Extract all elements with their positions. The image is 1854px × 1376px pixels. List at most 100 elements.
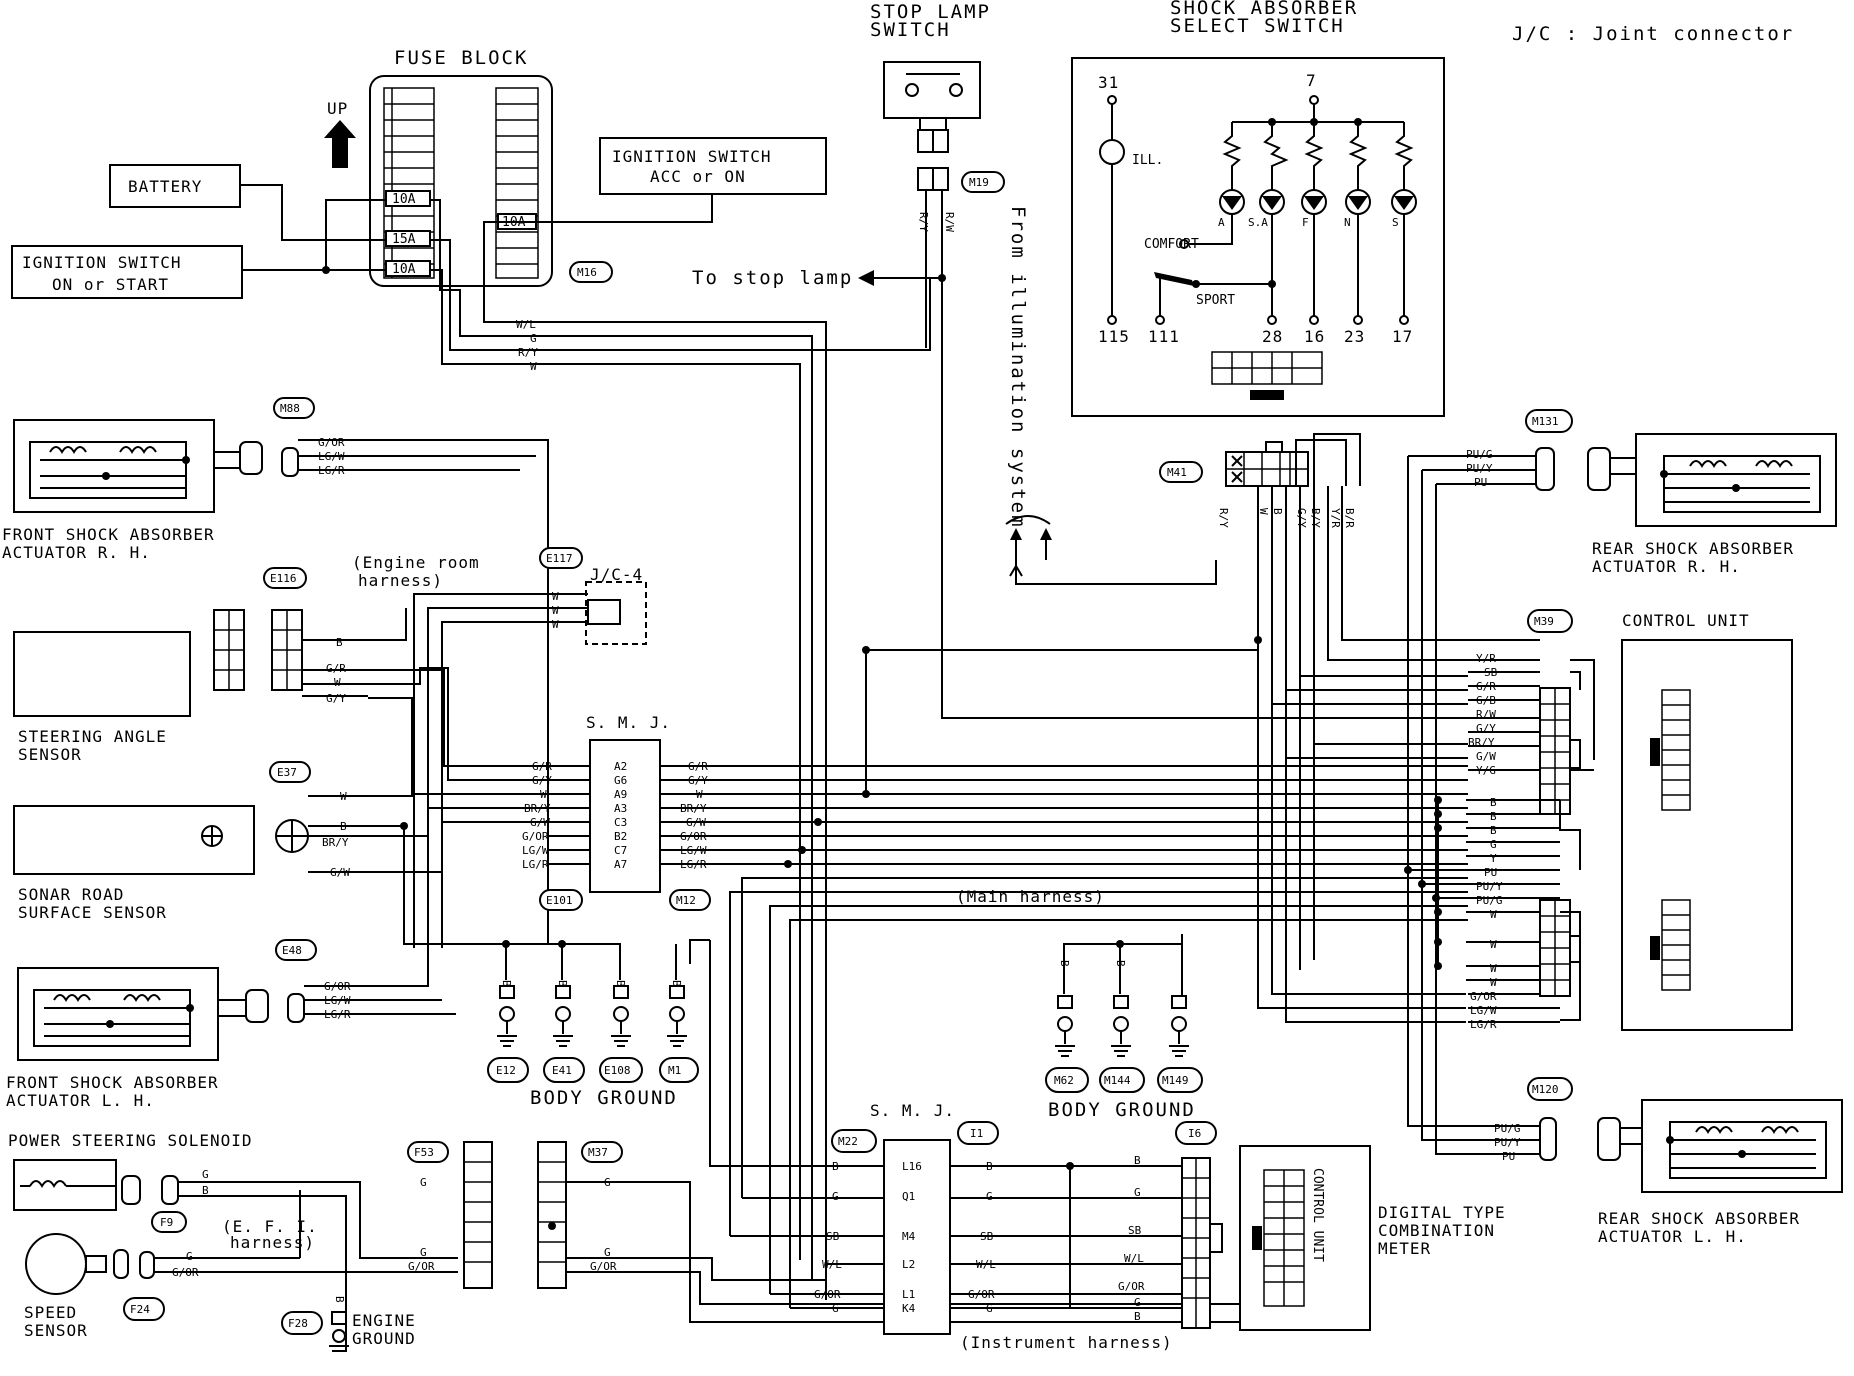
svg-text:SENSOR: SENSOR [18, 745, 82, 764]
svg-text:STEERING ANGLE: STEERING ANGLE [18, 727, 167, 746]
up-arrow-icon [324, 120, 356, 168]
svg-text:R/Y: R/Y [917, 212, 930, 232]
svg-text:M16: M16 [577, 266, 597, 279]
svg-text:G: G [1134, 1296, 1141, 1309]
svg-text:ACTUATOR L. H.: ACTUATOR L. H. [6, 1091, 155, 1110]
rear-rh-coil [1660, 455, 1821, 513]
svg-text:ENGINE: ENGINE [352, 1311, 416, 1330]
svg-text:A: A [1218, 216, 1225, 229]
svg-text:SONAR ROAD: SONAR ROAD [18, 885, 124, 904]
svg-text:B: B [614, 980, 627, 987]
svg-text:B: B [1490, 810, 1497, 823]
svg-text:G/OR: G/OR [172, 1266, 199, 1279]
svg-text:W: W [1257, 508, 1270, 515]
svg-text:PU: PU [1502, 1150, 1515, 1163]
svg-text:K4: K4 [902, 1302, 916, 1315]
smj2-left: B G SB W/L G/OR G [814, 1160, 842, 1315]
svg-text:SURFACE SENSOR: SURFACE SENSOR [18, 903, 167, 922]
e37-tag: E37 [269, 761, 311, 783]
svg-text:G/W: G/W [530, 816, 550, 829]
svg-text:G6: G6 [614, 774, 627, 787]
e108-tag: E108 [599, 1057, 643, 1083]
svg-text:28: 28 [1262, 327, 1283, 346]
svg-text:A9: A9 [614, 788, 627, 801]
ground-e12: B [497, 980, 517, 1047]
m19-tag: M19 [961, 171, 1005, 193]
svg-text:S: S [1392, 216, 1399, 229]
battery-wire [240, 184, 386, 241]
svg-text:G: G [202, 1168, 209, 1181]
svg-text:REAR SHOCK ABSORBER: REAR SHOCK ABSORBER [1598, 1209, 1800, 1228]
svg-text:W/L: W/L [1124, 1252, 1144, 1265]
svg-text:R/W: R/W [943, 212, 956, 232]
svg-text:W: W [552, 618, 559, 631]
svg-text:R/Y: R/Y [518, 346, 538, 359]
sonar-sensor [13, 805, 255, 875]
arrow-left-icon [858, 270, 874, 286]
steering-sensor [13, 631, 191, 717]
engine-ground-icon [329, 1311, 349, 1352]
svg-text:E101: E101 [546, 894, 573, 907]
svg-text:A2: A2 [614, 760, 627, 773]
meter-cu-label: CONTROL UNIT [1310, 1168, 1325, 1262]
stop-rw-wire [941, 190, 1430, 719]
svg-text:W: W [530, 360, 537, 373]
m41-connector [1225, 441, 1309, 487]
smj-label: S. M. J. [586, 713, 671, 732]
svg-text:B2: B2 [614, 830, 627, 843]
svg-text:M1: M1 [668, 1064, 681, 1077]
speed-sensor [25, 1233, 87, 1295]
svg-text:LG/R: LG/R [324, 1008, 351, 1021]
svg-text:(E. F. I.: (E. F. I. [222, 1217, 318, 1236]
svg-text:W: W [552, 590, 559, 603]
select-switch-internals: 31 7 ILL. A S.A F N S COMFORT SPORT [1098, 71, 1417, 400]
svg-text:G/Y: G/Y [326, 692, 346, 705]
svg-text:E116: E116 [270, 572, 297, 585]
fuse-ry-wire [430, 239, 548, 351]
svg-text:harness): harness) [358, 571, 443, 590]
smj2-pins: L16 Q1 M4 L2 L1 K4 [902, 1160, 922, 1315]
svg-text:M4: M4 [902, 1230, 916, 1243]
svg-text:M131: M131 [1532, 415, 1559, 428]
svg-text:A3: A3 [614, 802, 627, 815]
svg-text:COMFORT: COMFORT [1144, 237, 1199, 252]
svg-text:G: G [186, 1250, 193, 1263]
rear-lh-coil [1666, 1121, 1827, 1179]
svg-text:I6: I6 [1188, 1127, 1201, 1140]
f53-tag: F53 [407, 1141, 449, 1163]
svg-text:R/W: R/W [1476, 708, 1496, 721]
svg-text:G: G [530, 332, 537, 345]
svg-text:SPORT: SPORT [1196, 293, 1235, 308]
svg-text:G: G [986, 1190, 993, 1203]
svg-text:PU/G: PU/G [1466, 448, 1493, 461]
e116-tag: E116 [263, 567, 307, 589]
svg-text:W: W [1490, 962, 1497, 975]
svg-text:15A: 15A [392, 232, 416, 247]
control-upper-colors: Y/R SB G/R G/B R/W G/Y BR/Y G/W Y/G [1468, 652, 1498, 777]
svg-text:S.A: S.A [1248, 216, 1268, 229]
fuse-15a: 15A [385, 230, 431, 247]
svg-text:7: 7 [1306, 71, 1317, 90]
control-unit-label: CONTROL UNIT [1622, 611, 1750, 630]
svg-text:PU/G: PU/G [1494, 1122, 1521, 1135]
select-switch-box [1071, 57, 1445, 417]
wl-trunk [548, 321, 827, 1300]
svg-text:LG/W: LG/W [522, 844, 549, 857]
svg-text:F28: F28 [288, 1317, 308, 1330]
svg-text:SPEED: SPEED [24, 1303, 77, 1322]
e101-tag: E101 [539, 889, 583, 911]
stop-lamp-switch [883, 61, 981, 191]
svg-text:REAR SHOCK ABSORBER: REAR SHOCK ABSORBER [1592, 539, 1794, 558]
svg-text:ACTUATOR R. H.: ACTUATOR R. H. [1592, 557, 1741, 576]
m39-tag: M39 [1527, 609, 1573, 633]
e117-tag: E117 [539, 547, 583, 569]
svg-text:G/OR: G/OR [324, 980, 351, 993]
svg-text:B: B [1271, 508, 1284, 515]
svg-text:LG/R: LG/R [318, 464, 345, 477]
svg-text:F24: F24 [130, 1303, 150, 1316]
svg-text:C7: C7 [614, 844, 627, 857]
